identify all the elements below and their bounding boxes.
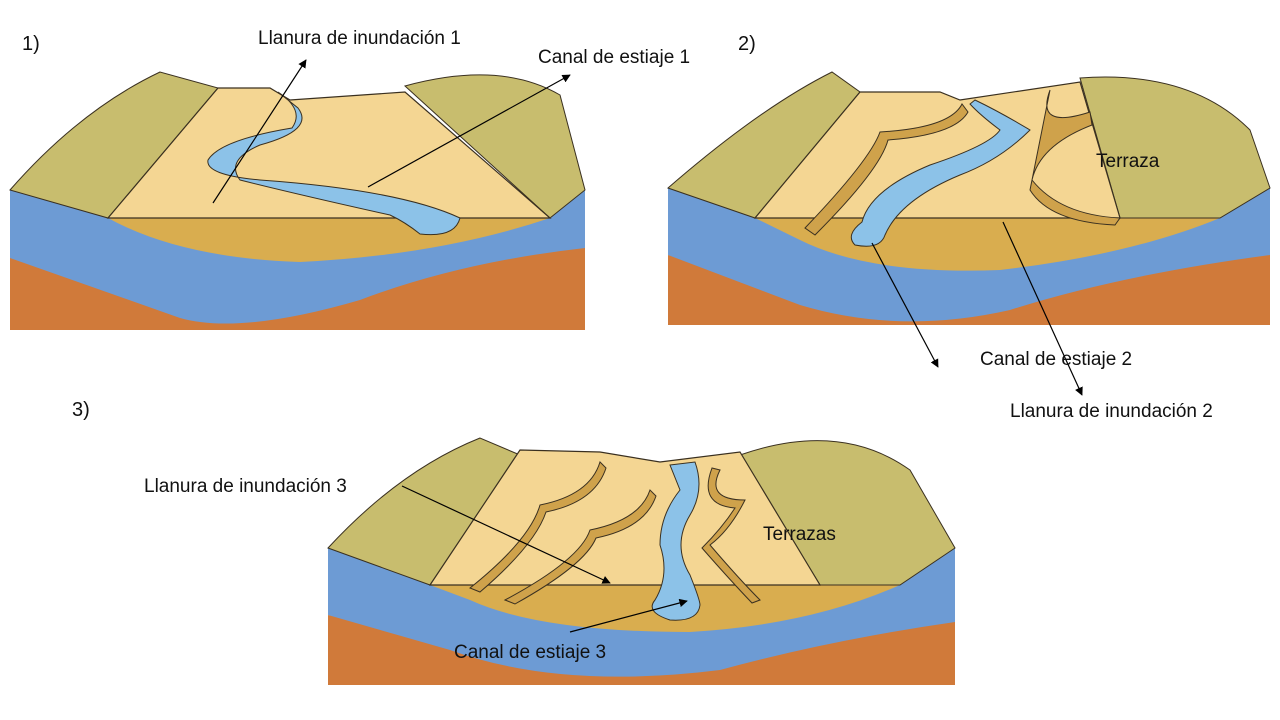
panel-2-block-diagram xyxy=(668,72,1270,325)
label-canal-1: Canal de estiaje 1 xyxy=(538,48,690,67)
label-llanura-1: Llanura de inundación 1 xyxy=(258,29,461,48)
panel-3-number: 3) xyxy=(72,400,90,420)
label-canal-3: Canal de estiaje 3 xyxy=(454,643,606,662)
label-terraza: Terraza xyxy=(1096,152,1159,171)
label-llanura-3: Llanura de inundación 3 xyxy=(144,477,347,496)
panel-3-block-diagram xyxy=(328,438,955,685)
label-terrazas: Terrazas xyxy=(763,525,836,544)
panel-1-number: 1) xyxy=(22,34,40,54)
panel-2-number: 2) xyxy=(738,34,756,54)
label-canal-2: Canal de estiaje 2 xyxy=(980,350,1132,369)
panel-1-block-diagram xyxy=(10,72,585,330)
label-llanura-2: Llanura de inundación 2 xyxy=(1010,402,1213,421)
